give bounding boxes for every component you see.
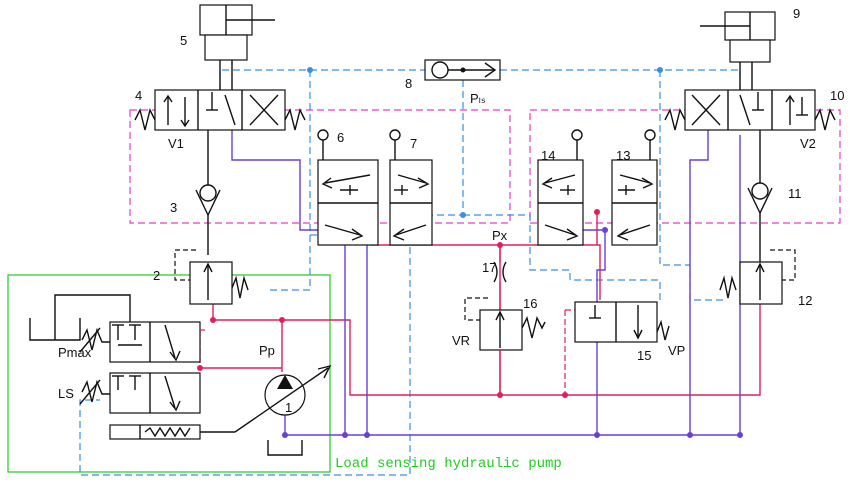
load-sensing-valve-ls [79, 372, 201, 414]
directional-valve-v1 [134, 89, 306, 131]
label-pp: Pp [259, 343, 275, 358]
label-px: Px [492, 228, 508, 243]
cylinder-left [199, 4, 275, 90]
label-3: 3 [170, 200, 177, 215]
label-9: 9 [793, 6, 800, 21]
label-14: 14 [541, 148, 555, 163]
symbol-labels: V1 V2 Pₗₛ Px Pp Pmax LS VR VP [58, 91, 816, 401]
directional-valve-v2 [664, 89, 836, 131]
label-6: 6 [337, 130, 344, 145]
relief-valve-vr [464, 297, 546, 395]
pump-unit-boundary [7, 274, 331, 473]
label-vr: VR [452, 333, 470, 348]
component-number-labels: 1 2 3 4 5 6 7 8 9 10 11 12 13 14 15 16 1… [135, 6, 844, 415]
pilot-valve-6 [317, 129, 379, 246]
label-5: 5 [180, 33, 187, 48]
pump-tank-top [29, 294, 131, 341]
label-17: 17 [482, 260, 496, 275]
label-15: 15 [637, 348, 651, 363]
signal-lines [79, 69, 741, 476]
pump-unit-caption: Load sensing hydraulic pump [335, 456, 562, 472]
pilot-valve-7 [389, 129, 433, 246]
label-vp: VP [668, 343, 685, 358]
label-ls: LS [58, 386, 74, 401]
label-13: 13 [616, 148, 630, 163]
label-7: 7 [410, 136, 417, 151]
label-1: 1 [285, 400, 292, 415]
label-16: 16 [523, 296, 537, 311]
shuttle-valve [424, 59, 501, 81]
pressure-limiter-pmax [79, 321, 205, 363]
check-valve-right [747, 130, 773, 262]
check-valve-left [195, 130, 221, 255]
label-4: 4 [135, 88, 142, 103]
label-v1: V1 [168, 136, 184, 151]
pump-control-cylinder [109, 424, 235, 440]
label-v2: V2 [800, 136, 816, 151]
label-pls: Pₗₛ [470, 91, 486, 106]
pilot-valve-13 [611, 129, 658, 246]
label-8: 8 [405, 76, 412, 91]
variable-pump [234, 364, 332, 456]
valve-vp [574, 301, 670, 343]
label-10: 10 [830, 88, 844, 103]
compensator-right [719, 249, 796, 305]
label-11: 11 [788, 186, 802, 201]
pressure-lines [199, 212, 761, 396]
label-2: 2 [153, 268, 160, 283]
compensator-left [174, 249, 249, 305]
return-lines [231, 118, 741, 436]
pilot-valve-14 [537, 129, 584, 246]
label-12: 12 [798, 293, 812, 308]
cylinder-right [700, 11, 776, 90]
label-pmax: Pmax [58, 345, 92, 360]
orifice [493, 245, 507, 310]
